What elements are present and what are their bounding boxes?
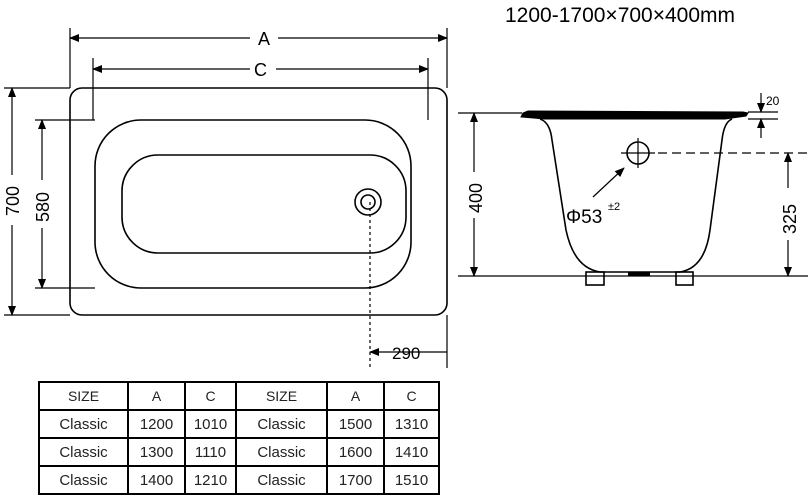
header-size: SIZE (235, 381, 328, 411)
height-400-label: 400 (466, 183, 486, 213)
cell: 1600 (326, 437, 385, 467)
cell: Classic (38, 465, 129, 495)
table-row: Classic 1200 1010 Classic 1500 1310 (38, 409, 440, 439)
header-a: A (326, 381, 385, 411)
tub-floor (121, 154, 407, 254)
side-view: 400 20 Φ53 ±2 325 (458, 93, 808, 286)
overflow-height-label: 325 (780, 204, 800, 234)
cell: 1400 (127, 465, 186, 495)
cell: 1210 (184, 465, 237, 495)
rim-thickness-label: 20 (766, 94, 780, 108)
title-dimensions: 1200-1700×700×400mm (505, 4, 735, 27)
size-table: SIZE A C SIZE A C Classic 1200 1010 Clas… (38, 381, 440, 495)
cell: 1200 (127, 409, 186, 439)
header-a: A (127, 381, 186, 411)
width-700-label: 700 (3, 186, 23, 216)
table-header-row: SIZE A C SIZE A C (38, 381, 440, 411)
cell: Classic (235, 409, 328, 439)
cell: Classic (38, 409, 129, 439)
cell: 1110 (184, 437, 237, 467)
table-row: Classic 1400 1210 Classic 1700 1510 (38, 465, 440, 495)
table-row: Classic 1300 1110 Classic 1600 1410 (38, 437, 440, 467)
dimension-a-label: A (258, 29, 270, 49)
cell: 1700 (326, 465, 385, 495)
header-size: SIZE (38, 381, 129, 411)
drain-offset-label: 290 (392, 344, 420, 363)
header-c: C (383, 381, 440, 411)
cell: 1300 (127, 437, 186, 467)
tub-rim (520, 110, 749, 120)
drain-icon (354, 188, 382, 216)
cell: 1010 (184, 409, 237, 439)
cell: Classic (235, 465, 328, 495)
cell: 1310 (383, 409, 440, 439)
tub-basin (94, 119, 412, 289)
cell: Classic (235, 437, 328, 467)
cell: 1510 (383, 465, 440, 495)
tub-outer-rim (69, 87, 448, 316)
dimension-c-label: C (254, 60, 267, 80)
cell: Classic (38, 437, 129, 467)
width-580-label: 580 (33, 192, 53, 222)
cell: 1410 (383, 437, 440, 467)
cell: 1500 (326, 409, 385, 439)
overflow-tolerance-label: ±2 (608, 201, 620, 213)
header-c: C (184, 381, 237, 411)
overflow-diameter-label: Φ53 (566, 207, 602, 228)
top-view: 290 A C 700 580 (3, 28, 448, 368)
